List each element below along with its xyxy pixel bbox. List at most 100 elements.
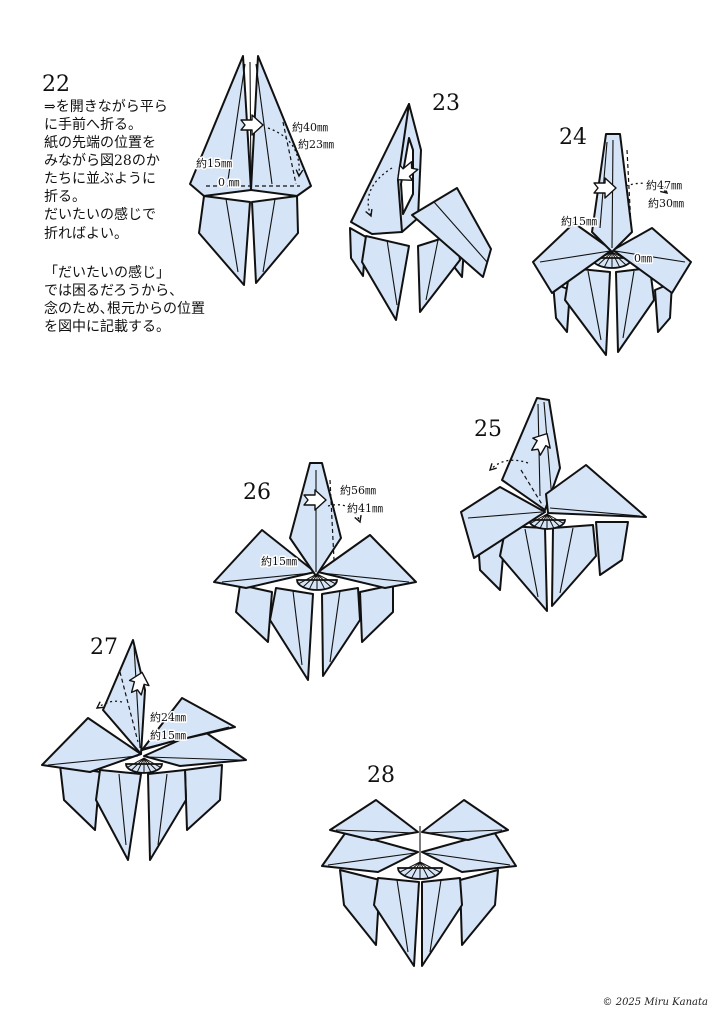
left-flap (460, 486, 546, 559)
lower-right-petal (321, 587, 361, 677)
fold-direction-arrow-icon (95, 700, 123, 709)
crease-line (133, 645, 141, 749)
arrow-head (295, 169, 304, 178)
instruction-line: たちに並ぶように (44, 171, 156, 187)
fan-crease (539, 513, 548, 529)
lower-left-petal (499, 525, 548, 612)
fan-crease (611, 251, 627, 266)
measure-label: 約24㎜ (150, 710, 186, 724)
fan-crease (127, 757, 145, 768)
upper-right-flap (250, 55, 312, 197)
lower-right-petal (147, 769, 187, 861)
fan-crease (143, 757, 158, 771)
instruction-text: 22 ⇒を開きながら平ら に手前へ折る。 紙の先端の位置を みながら図28のか … (42, 72, 205, 335)
crease-line (543, 401, 553, 501)
left-upper-flap (329, 799, 419, 841)
fan-crease (419, 861, 436, 877)
fold-direction-arrow-icon (488, 459, 529, 472)
fan-crease (411, 861, 421, 879)
step-number-28: 28 (367, 763, 395, 788)
lower-left-petal (95, 769, 142, 861)
step-28-figure (321, 799, 517, 967)
crease-line (425, 239, 439, 301)
step-number-26: 26 (243, 480, 271, 505)
crease-line (144, 726, 230, 749)
instruction-line: に手前へ折る。 (44, 116, 142, 133)
crease-line (262, 198, 276, 273)
fold-direction-arrow-icon (267, 127, 304, 178)
measure-label: 約15㎜ (561, 214, 597, 228)
crease-line (611, 139, 614, 249)
crease-line (157, 773, 168, 846)
valley-fold-line (626, 149, 632, 227)
fold-direction-arrow-icon (625, 182, 669, 194)
right-flap (545, 464, 647, 518)
instruction-line: 折ればよい。 (44, 226, 128, 242)
step-number-27: 27 (90, 635, 118, 660)
step-25-figure (460, 397, 647, 612)
valley-fold-line (520, 469, 544, 507)
arrow-path (327, 504, 361, 523)
instruction-line: では困るだろうから、 (44, 283, 183, 299)
crease-line (225, 198, 239, 273)
lower-right-petal (551, 524, 597, 607)
fan-crease (302, 573, 318, 588)
step-number-22: 22 (42, 72, 70, 97)
fan-crease (399, 861, 421, 873)
lower-left-petal (198, 195, 251, 286)
right-flap (411, 187, 492, 278)
upper-left-flap (189, 55, 252, 197)
pleat-fan (397, 861, 443, 880)
outer-left-petal (59, 764, 101, 831)
push-arrow-icon (303, 489, 327, 511)
outer-left-petal (339, 869, 381, 946)
crease-line (622, 270, 635, 339)
step-22-figure (189, 55, 312, 286)
push-arrow-icon (128, 671, 150, 696)
lower-left-petal (269, 587, 314, 681)
instruction-line: だいたいの感じで (44, 206, 156, 223)
arrow-path (267, 127, 300, 177)
fan-crease (597, 251, 613, 266)
pleat-fan (296, 573, 338, 591)
arrow-head (95, 701, 105, 709)
fan-crease (546, 513, 561, 527)
step-23-figure (349, 103, 492, 321)
arrow-head (365, 208, 373, 218)
instruction-line: 念のため､根元からの位置 (44, 300, 205, 317)
measure-label: 約47㎜ (646, 178, 682, 192)
measure-label: 約41㎜ (347, 501, 383, 515)
valley-fold-line (329, 479, 335, 561)
fan-crease (316, 573, 332, 588)
instruction-line: 「だいたいの感じ」 (44, 264, 170, 281)
pleat-fan (125, 757, 163, 774)
crease-line (146, 756, 241, 761)
outer-right-petal (184, 764, 223, 831)
crease-line (549, 507, 641, 517)
valley-fold-line (282, 121, 297, 185)
left-flap (213, 529, 316, 589)
crease-line (227, 63, 246, 181)
outer-left-petal (349, 227, 367, 277)
measure-label: 約15㎜ (150, 728, 186, 742)
arrow-path (625, 182, 668, 194)
measure-label: 約56㎜ (340, 483, 376, 497)
fan-crease (143, 757, 161, 768)
fold-direction-arrow-icon (327, 504, 362, 524)
lower-right-petal (251, 195, 299, 284)
push-arrow-icon (240, 114, 264, 136)
fold-direction-arrow-icon (365, 167, 393, 218)
instruction-line: 紙の先端の位置を (44, 135, 156, 151)
fan-crease (603, 251, 613, 268)
measure-label: 0㎜ (634, 252, 652, 265)
crease-line (429, 879, 442, 953)
fan-crease (533, 513, 548, 527)
fan-crease (530, 513, 548, 524)
crease-line (396, 879, 409, 953)
arrow-head (660, 186, 669, 194)
crease-line (335, 829, 416, 834)
left-flap (532, 222, 613, 294)
instruction-line: を図中に記載する。 (44, 318, 170, 335)
right-flap (612, 227, 692, 294)
measure-label: 約15㎜ (196, 156, 232, 170)
